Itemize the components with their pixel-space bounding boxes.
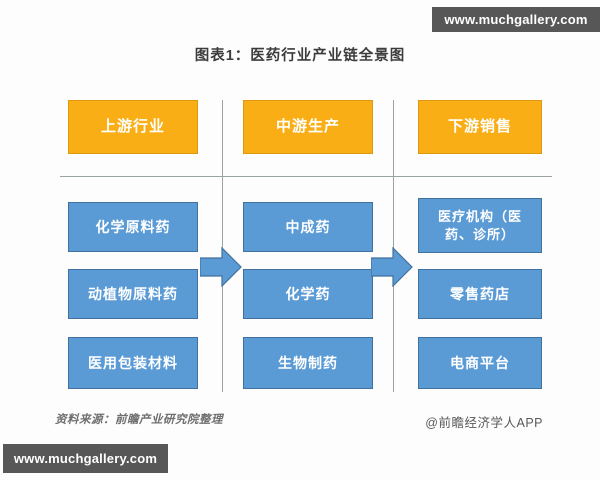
credit-note: @前瞻经济学人APP [425, 416, 543, 430]
node-medical-packaging-materials: 医用包装材料 [68, 337, 198, 389]
column-divider-line [222, 100, 223, 392]
node-ecommerce-platform: 电商平台 [418, 337, 542, 389]
node-biopharmaceutical: 生物制药 [243, 337, 373, 389]
node-animal-plant-raw-materials: 动植物原料药 [68, 269, 198, 319]
watermark-url-bottom: www.muchgallery.com [13, 451, 158, 466]
watermark-url-top: www.muchgallery.com [444, 12, 588, 27]
flow-arrow-icon [200, 247, 242, 287]
header-upstream: 上游行业 [68, 100, 198, 154]
header-divider-line [60, 176, 552, 177]
chart-title: 图表1：医药行业产业链全景图 [194, 48, 406, 64]
header-downstream: 下游销售 [418, 100, 542, 154]
header-midstream: 中游生产 [243, 100, 373, 154]
flow-arrow-icon [371, 247, 413, 287]
node-chemical-medicine: 化学药 [243, 269, 373, 319]
node-chinese-patent-medicine: 中成药 [243, 202, 373, 252]
column-divider-line [393, 100, 394, 392]
node-chemical-raw-materials: 化学原料药 [68, 202, 198, 252]
watermark-bar-bottom: www.muchgallery.com [3, 444, 168, 473]
watermark-bar-top: www.muchgallery.com [432, 7, 600, 32]
node-medical-institutions: 医疗机构（医药、诊所） [418, 198, 542, 253]
source-note: 资料来源：前瞻产业研究院整理 [55, 414, 223, 426]
node-retail-pharmacy: 零售药店 [418, 269, 542, 319]
